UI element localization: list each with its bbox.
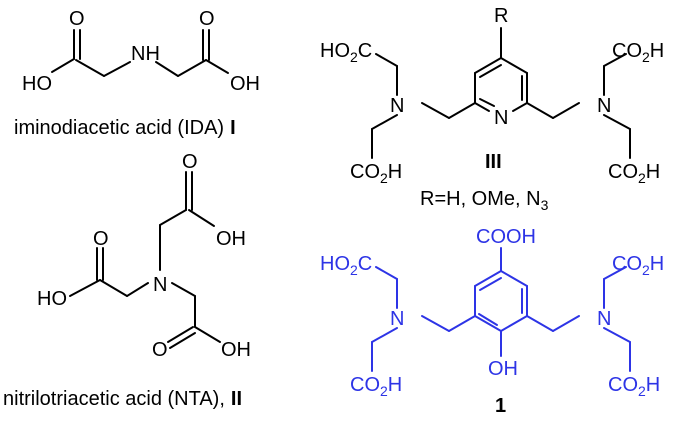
nta-atom-o3: O: [152, 339, 168, 361]
molecule-compound-1: COOH OH N N HO2C CO2H CO2H CO2H 1: [320, 226, 664, 417]
pyr-atom-r: R: [494, 5, 508, 27]
pyr-substituents: R=H, OMe, N3: [420, 188, 549, 213]
compound1-group-ho2c-top: HO2C: [320, 253, 372, 278]
ida-caption: iminodiacetic acid (IDA) I: [14, 117, 236, 139]
ida-name: iminodiacetic acid (IDA): [14, 117, 224, 139]
compound1-atom-cooh: COOH: [476, 226, 536, 248]
nta-label: II: [231, 388, 242, 410]
compound1-label: 1: [495, 395, 506, 417]
molecule-pyridine: R N N N HO2C CO2H CO2H CO2H III R=H, OMe…: [320, 5, 664, 213]
pyr-atom-n-ring: N: [494, 107, 508, 129]
nta-caption: nitrilotriacetic acid (NTA), II: [3, 388, 242, 410]
pyr-bonds: [371, 27, 631, 159]
pyr-atom-n-left: N: [390, 95, 404, 117]
nta-name: nitrilotriacetic acid (NTA),: [3, 388, 225, 410]
nta-atom-o2: O: [93, 228, 109, 250]
ida-atom-ho: HO: [22, 73, 52, 95]
nta-atom-n: N: [153, 274, 167, 296]
ida-atom-oh: OH: [230, 73, 260, 95]
nta-atom-oh3: OH: [221, 339, 251, 361]
molecule-ida: O O NH HO OH iminodiacetic acid (IDA) I: [14, 8, 260, 139]
compound1-group-co2h-bottom-right: CO2H: [608, 374, 660, 399]
pyr-atom-n-right: N: [597, 95, 611, 117]
ida-bonds: [51, 29, 229, 77]
nta-atom-ho2: HO: [37, 288, 67, 310]
pyr-label: III: [485, 151, 502, 173]
pyr-group-co2h-top: CO2H: [612, 40, 664, 65]
compound1-bonds: [371, 247, 631, 372]
pyr-group-co2h-bottom-right: CO2H: [608, 161, 660, 186]
pyr-group-co2h-bottom-left: CO2H: [350, 161, 402, 186]
compound1-group-co2h-top: CO2H: [612, 253, 664, 278]
compound1-atom-oh: OH: [488, 358, 518, 380]
ida-label: I: [230, 117, 236, 139]
compound1-group-co2h-bottom-left: CO2H: [350, 374, 402, 399]
ida-atom-o-right: O: [199, 8, 215, 30]
nta-atom-oh1: OH: [216, 228, 246, 250]
nta-bonds: [69, 171, 221, 349]
pyr-group-ho2c-top: HO2C: [320, 40, 372, 65]
molecule-nta: O OH O HO N O OH nitrilotriacetic acid (…: [3, 151, 251, 410]
compound1-atom-n-left: N: [390, 308, 404, 330]
compound1-atom-n-right: N: [597, 308, 611, 330]
nta-atom-o1: O: [182, 151, 198, 173]
ida-atom-nh: NH: [131, 43, 160, 65]
ida-atom-o-left: O: [69, 8, 85, 30]
